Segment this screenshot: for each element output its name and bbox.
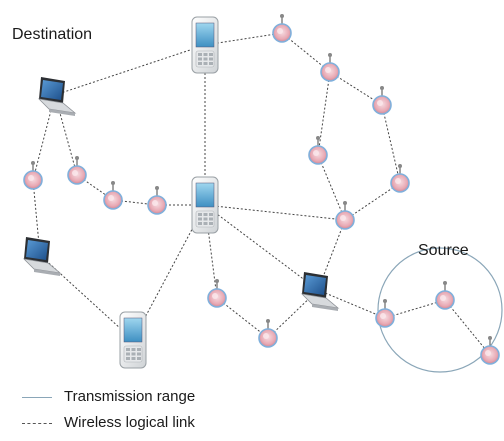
phone-icon (119, 311, 147, 369)
sensor-icon (207, 279, 227, 308)
sensor-icon (480, 336, 500, 365)
wireless-link-p2-l3 (204, 204, 319, 291)
wireless-links (32, 32, 491, 356)
wireless-link-s13-s14 (384, 299, 446, 319)
sensor-icon (67, 156, 87, 185)
sensor-icon (375, 299, 395, 328)
wireless-link-s2-s4 (317, 71, 331, 156)
wireless-link-s14-s15 (444, 299, 491, 356)
sensor-icon (103, 181, 123, 210)
sensor-icon (23, 161, 43, 190)
wireless-link-p2-s6 (204, 204, 346, 221)
sensor-icon (258, 319, 278, 348)
phone-icon (191, 176, 219, 234)
transmission-range-swatch (22, 397, 52, 398)
laptop-icon (300, 272, 340, 311)
wireless-link-s11-s12 (216, 297, 269, 339)
sensor-icon (335, 201, 355, 230)
wireless-link-l1-s7 (32, 94, 56, 181)
wireless-link-s3-s5 (381, 104, 401, 184)
legend-wireless-link: Wireless logical link (64, 414, 195, 431)
destination-label: Destination (12, 26, 93, 43)
wireless-link-l3-s13 (317, 289, 386, 319)
sensor-icon (272, 14, 292, 43)
wireless-link-s5-s6 (344, 182, 401, 221)
phone-icon (191, 16, 219, 74)
wireless-link-s7-l2 (32, 179, 41, 256)
wireless-link-s6-l3 (317, 219, 346, 291)
laptop-icon (22, 237, 62, 276)
sensor-icon (372, 86, 392, 115)
wireless-link-swatch (22, 423, 52, 424)
sensor-icon (435, 281, 455, 310)
legend-transmission-range: Transmission range (64, 388, 196, 405)
sensor-icon (147, 186, 167, 215)
wireless-link-l1-p1 (54, 44, 206, 96)
network-nodes (22, 14, 500, 369)
sensor-icon (320, 53, 340, 82)
sensor-icon (308, 136, 328, 165)
sensor-icon (390, 164, 410, 193)
source-label: Source (418, 242, 469, 259)
wireless-link-s4-s6 (317, 154, 346, 221)
transmission-range-circle (377, 247, 503, 373)
laptop-icon (37, 77, 77, 116)
